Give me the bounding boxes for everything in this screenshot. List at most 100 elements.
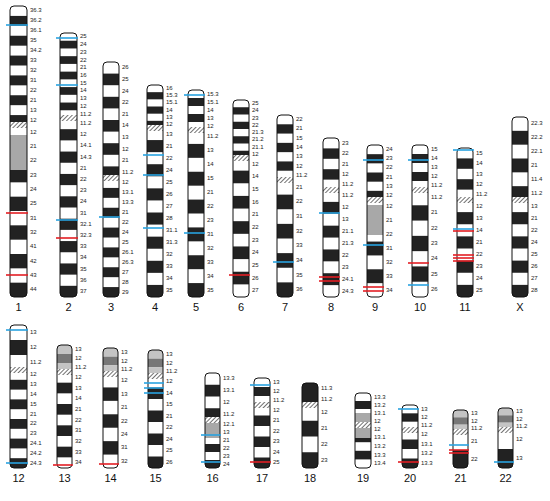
band-label: 25 — [122, 239, 129, 246]
chromosome-outline — [367, 145, 383, 297]
band-label: 22 — [342, 150, 349, 157]
chromosome-number: 17 — [256, 472, 268, 484]
band-label: 24 — [223, 461, 230, 468]
chromosome-outline — [10, 6, 27, 297]
chromosome-outline — [302, 383, 318, 468]
band-label: 13 — [121, 391, 128, 398]
chromosome-bands — [103, 62, 119, 297]
band-label: 12 — [121, 358, 128, 365]
band-label: 22 — [273, 428, 280, 435]
band-label: 12 — [386, 203, 393, 210]
band-label: 13 — [342, 216, 349, 223]
chromosome-outline — [323, 138, 339, 297]
band-label: 12 — [342, 204, 349, 211]
chromosome-outline — [147, 85, 163, 297]
dark-band — [10, 36, 27, 46]
band-label: 31 — [80, 210, 87, 217]
marker-line — [453, 257, 474, 259]
band-label: 36.2 — [30, 17, 42, 24]
band-label: 21 — [386, 217, 393, 224]
band-label: 12 — [342, 171, 349, 178]
marker-line — [453, 260, 474, 262]
band-label: 23 — [80, 187, 87, 194]
dark-band — [60, 263, 77, 274]
band-label: 25 — [531, 251, 538, 258]
dark-band — [148, 434, 163, 446]
band-label: 31.1 — [166, 227, 178, 234]
band-label: 24 — [80, 41, 87, 48]
chromosome-outline — [10, 325, 27, 468]
dark-band — [233, 221, 249, 234]
dark-band — [355, 401, 371, 409]
band-label: 31 — [30, 215, 37, 222]
marker-line — [408, 284, 429, 286]
centromere — [453, 429, 468, 435]
dark-band — [10, 380, 27, 390]
band-label: 33 — [80, 243, 87, 250]
dark-band — [453, 417, 468, 424]
band-label: 35 — [80, 266, 87, 273]
band-label: 21 — [471, 438, 478, 445]
band-label: 13 — [476, 171, 483, 178]
heterochromatin — [10, 135, 27, 170]
chromosome-bands — [498, 408, 513, 468]
chromosome-bands — [367, 145, 383, 297]
band-label: 24 — [122, 229, 129, 236]
chromosome-number: 9 — [372, 301, 378, 313]
band-label: 32 — [75, 438, 82, 445]
band-label: 21 — [386, 174, 393, 181]
band-label: 23 — [252, 237, 259, 244]
band-label: 26 — [252, 275, 259, 282]
marker-line — [449, 452, 469, 454]
dark-band — [147, 213, 163, 225]
band-label: 26 — [166, 459, 173, 466]
chromosome-outline — [512, 117, 528, 297]
dark-band — [412, 154, 428, 163]
dark-band — [103, 143, 119, 155]
band-label: 11.2 — [223, 411, 234, 418]
dark-band — [10, 419, 27, 429]
band-label: 11.2 — [296, 172, 307, 179]
chromosome-bands — [277, 115, 293, 297]
band-label: 12 — [252, 151, 259, 158]
dark-band — [147, 237, 163, 249]
chromosome-number: 2 — [65, 301, 71, 313]
marker-line — [494, 461, 514, 463]
band-label: 33 — [386, 273, 393, 280]
dark-band — [233, 196, 249, 209]
dark-band — [188, 227, 204, 241]
marker-line — [363, 159, 384, 161]
band-label: 25 — [122, 76, 129, 83]
chromosome-bands — [205, 373, 220, 468]
chromosome-number: 8 — [328, 301, 334, 313]
dark-band — [402, 440, 418, 450]
marker-line — [99, 463, 119, 465]
dark-band — [412, 266, 428, 281]
band-label: 28 — [166, 215, 173, 222]
band-label: 23 — [321, 457, 328, 464]
band-label: 22 — [207, 203, 214, 210]
chromosome-number: X — [516, 301, 523, 313]
chromosome-number: 3 — [108, 301, 114, 313]
chromosome-outline — [254, 378, 270, 468]
chromosome-number: 19 — [357, 472, 369, 484]
band-label: 13.1 — [374, 434, 386, 441]
dark-band — [57, 383, 72, 394]
band-label: 11.2 — [421, 422, 432, 429]
chromosome-bands — [323, 138, 339, 297]
chromosome-bands — [188, 90, 204, 297]
band-label: 13.3 — [122, 199, 134, 206]
band-label: 11.2 — [80, 111, 91, 118]
dark-band — [10, 95, 27, 105]
band-label: 22.1 — [531, 148, 543, 155]
dark-band — [498, 449, 513, 468]
dark-band — [10, 399, 27, 409]
band-label: 32 — [166, 251, 173, 258]
band-label: 12 — [273, 388, 280, 395]
band-label: 32 — [207, 245, 214, 252]
band-label: 12 — [75, 355, 82, 362]
band-label: 11.2 — [122, 169, 133, 176]
band-label: 27 — [166, 203, 173, 210]
marker-line — [363, 286, 384, 288]
chromosome-outline — [103, 62, 119, 297]
